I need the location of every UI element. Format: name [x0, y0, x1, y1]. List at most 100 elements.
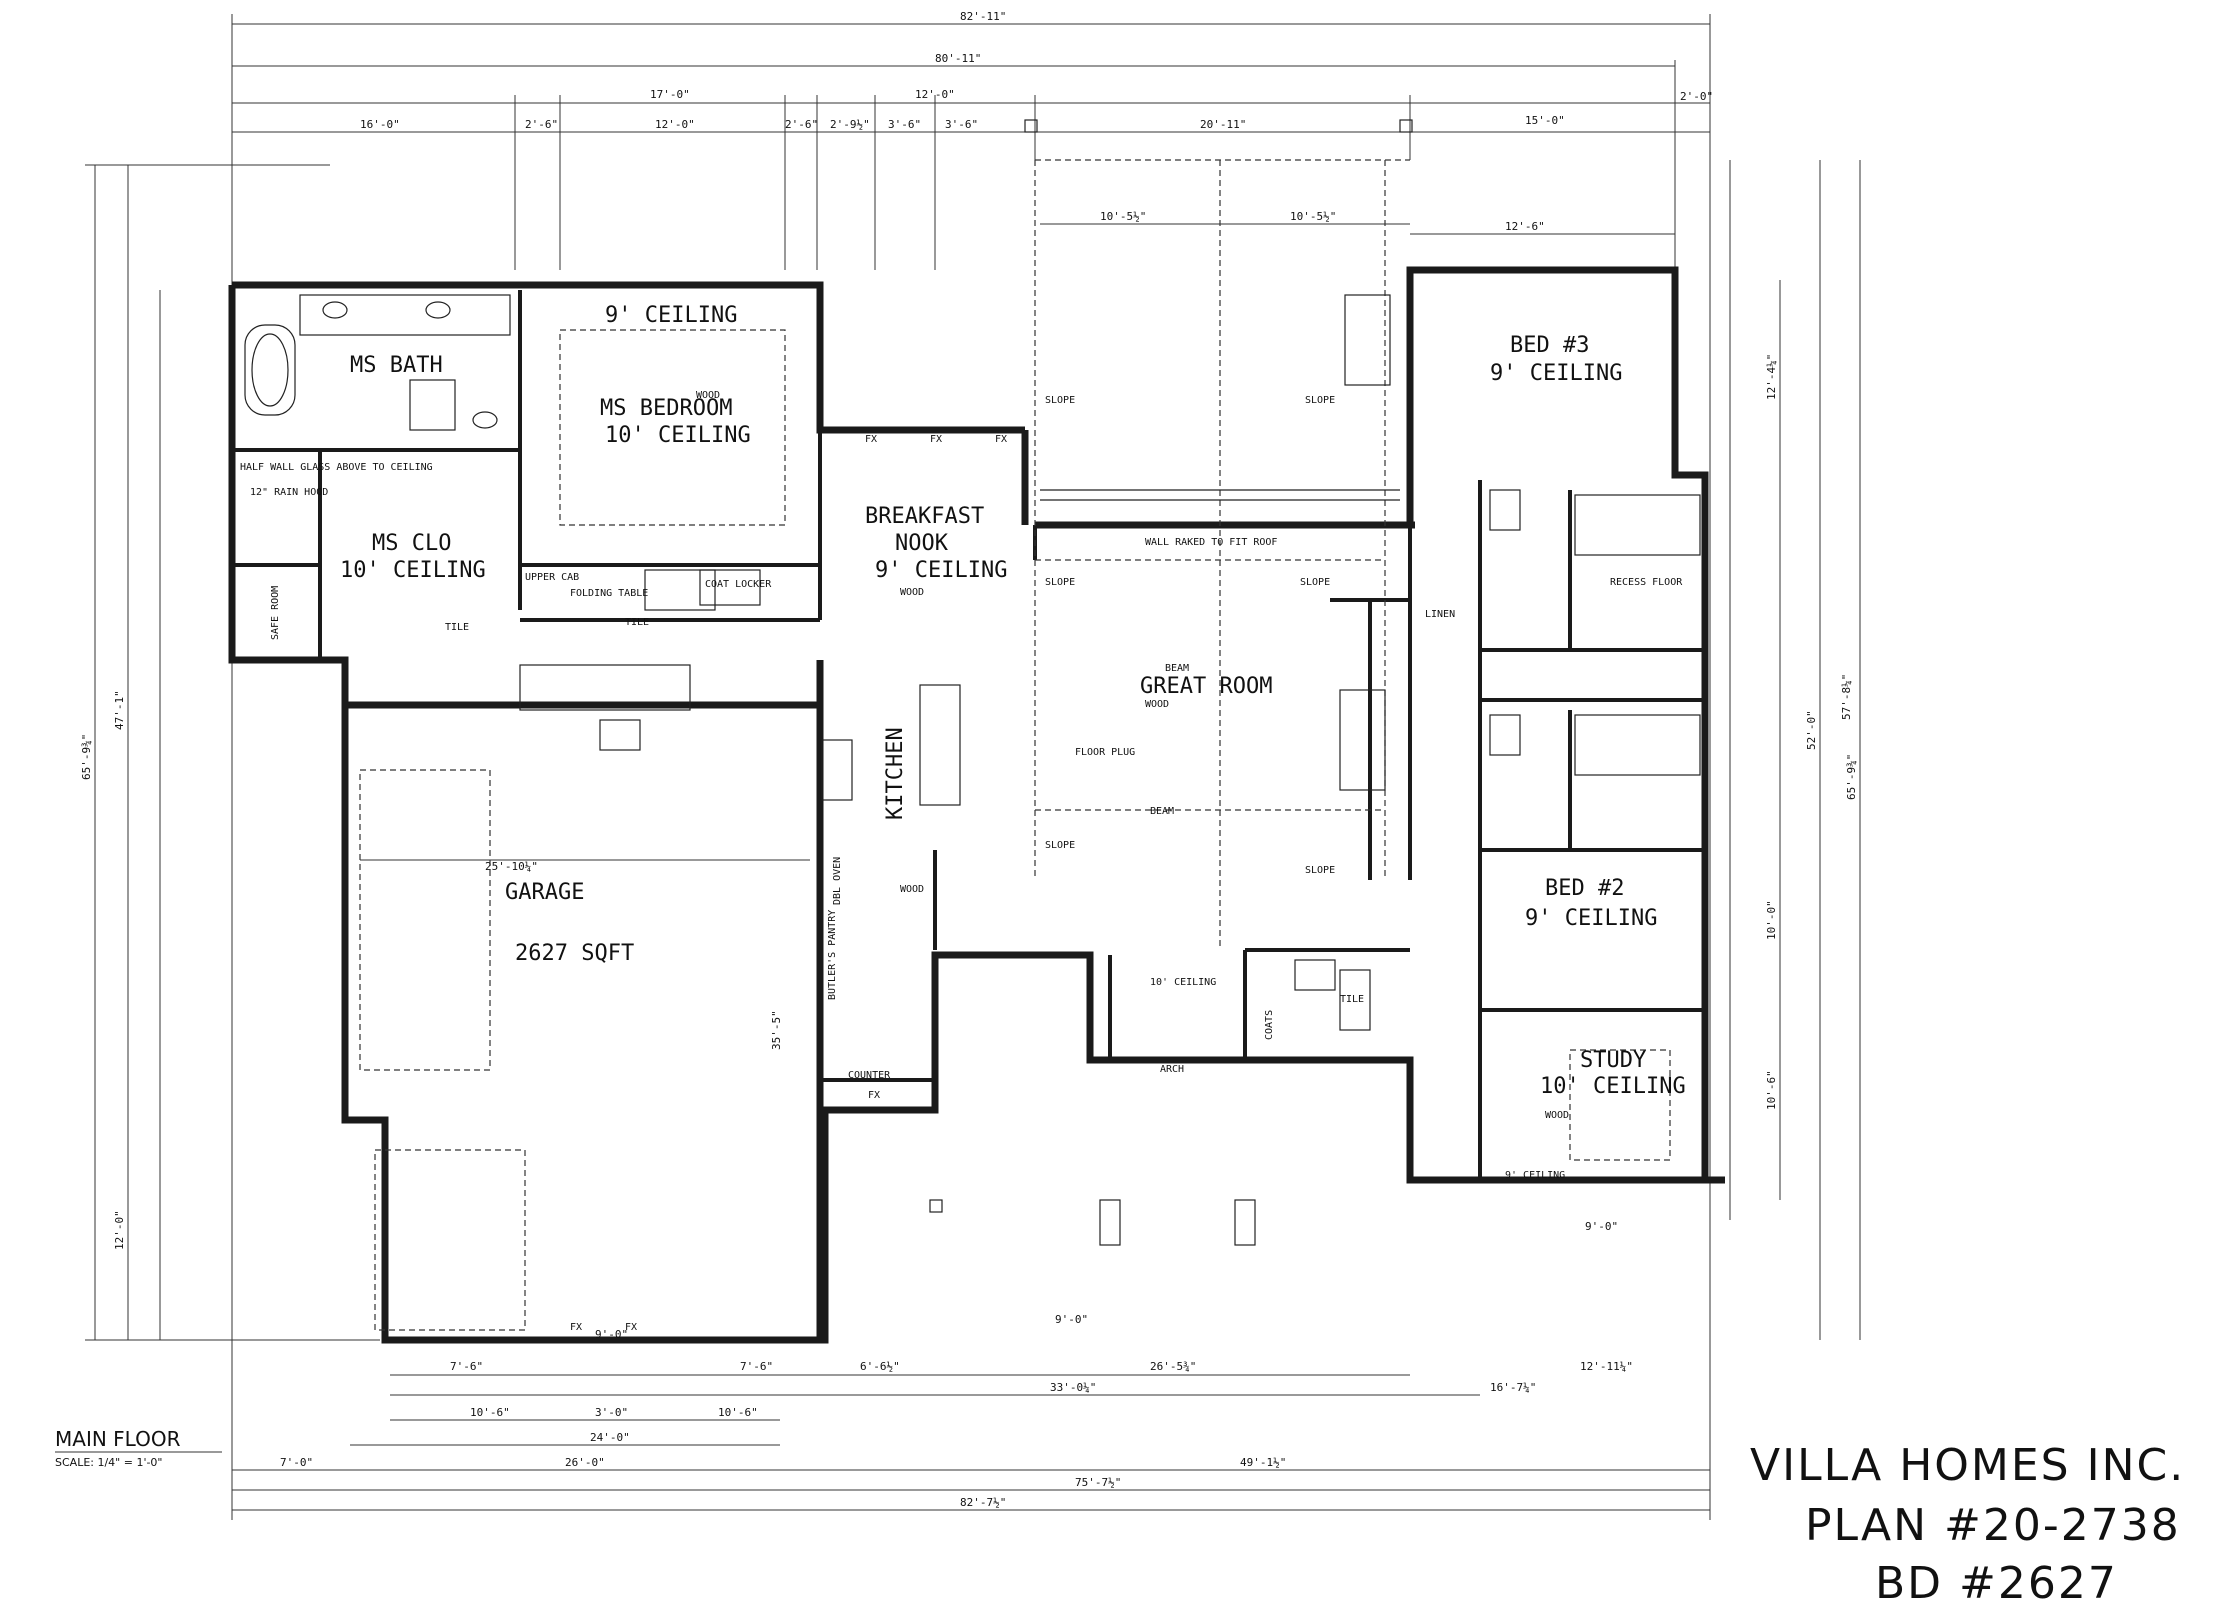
label-breakfast-ceiling: 9' CEILING: [875, 558, 1007, 583]
range-icon: [821, 739, 853, 801]
dim-12-6-top: 12'-6": [1505, 220, 1545, 233]
note-tile: TILE: [445, 622, 469, 633]
note-arch: ARCH: [1160, 1064, 1184, 1075]
dim-b-3-0: 3'-0": [595, 1406, 628, 1419]
note-beam: BEAM: [1165, 663, 1189, 674]
laundry-sink-icon: [599, 719, 641, 751]
kitchen-island: [919, 684, 961, 806]
dim-right-57-8: 57'-8¼": [1840, 674, 1853, 720]
bathtub-icon: [244, 324, 296, 416]
label-breakfast: BREAKFAST: [865, 504, 984, 529]
dim-2-6-a: 2'-6": [525, 118, 558, 131]
note-10-ceiling: 10' CEILING: [1150, 977, 1216, 988]
sink-icon: [1489, 714, 1521, 756]
shower-icon: [1574, 714, 1701, 776]
dim-garage-width: 25'-10¼": [485, 860, 538, 873]
dim-15-0: 15'-0": [1525, 114, 1565, 127]
dim-9-0-porch: 9'-0": [1055, 1313, 1088, 1326]
dim-right-52-0: 52'-0": [1805, 710, 1818, 750]
coat-locker: [699, 569, 761, 606]
dim-b-33-0: 33'-0¼": [1050, 1381, 1096, 1394]
plan-notes: WOOD WOOD WOOD WOOD WOOD TILE TILE TILE …: [240, 390, 1569, 1333]
note-wood: WOOD: [1145, 699, 1169, 710]
interior-dimensions: 25'-10¼" 35'-5" 9'-0" 9'-0" 9'-0": [360, 859, 1618, 1341]
dim-left-12-0: 12'-0": [113, 1210, 126, 1250]
note-slope: SLOPE: [1045, 840, 1075, 851]
dim-b-24-0: 24'-0": [590, 1431, 630, 1444]
column-icon: [929, 1199, 943, 1213]
dim-3-6-a: 3'-6": [888, 118, 921, 131]
label-study-ceiling: 10' CEILING: [1540, 1074, 1686, 1099]
label-ms-bedroom: MS BEDROOM: [600, 396, 732, 421]
sink-icon: [1489, 489, 1521, 531]
toilet-icon: [472, 411, 498, 429]
top-dimensions: 82'-11" 80'-11" 17'-0" 12'-0" 15'-0" 2'-…: [231, 10, 1713, 1520]
note-slope: SLOPE: [1305, 395, 1335, 406]
company-name: VILLA HOMES INC.: [1750, 1440, 2185, 1491]
column-icon: [1099, 1199, 1121, 1246]
fixtures: [244, 119, 1701, 1246]
dim-right-12-4: 12'-4¼": [1765, 354, 1778, 400]
note-beam: BEAM: [1150, 806, 1174, 817]
label-bed3-ceiling: 9' CEILING: [1490, 361, 1622, 386]
laundry-counter: [519, 664, 691, 711]
dashed-lines: [359, 159, 1671, 1331]
dim-b-16-7: 16'-7¼": [1490, 1381, 1536, 1394]
note-slope: SLOPE: [1045, 395, 1075, 406]
folding-table: [644, 569, 716, 611]
note-upper-cab: UPPER CAB: [525, 572, 579, 583]
note-9-ceiling: 9' CEILING: [1505, 1170, 1565, 1181]
dim-top-2: 80'-11": [935, 52, 981, 65]
note-slope: SLOPE: [1300, 577, 1330, 588]
dim-b-7-6-a: 7'-6": [450, 1360, 483, 1373]
dim-20-11: 20'-11": [1200, 118, 1246, 131]
dim-16-0: 16'-0": [360, 118, 400, 131]
fireplace-icon: [1344, 294, 1391, 386]
note-fx: FX: [625, 1322, 637, 1333]
column-icon: [1024, 119, 1038, 133]
dim-b-49-1: 49'-1½": [1240, 1456, 1286, 1469]
label-ms-bath: MS BATH: [350, 353, 443, 378]
label-kitchen: KITCHEN: [883, 727, 908, 820]
dim-12-0: 12'-0": [655, 118, 695, 131]
dim-2-6-b: 2'-6": [785, 118, 818, 131]
note-fx: FX: [930, 434, 942, 445]
dim-9-0-study: 9'-0": [1585, 1220, 1618, 1233]
note-slope: SLOPE: [1305, 865, 1335, 876]
label-coats: COATS: [1264, 1010, 1275, 1040]
dim-overall-top: 82'-11": [960, 10, 1006, 23]
label-safe-room: SAFE ROOM: [270, 586, 281, 640]
label-ms-bedroom-top-ceiling: 9' CEILING: [605, 303, 737, 328]
dim-2-0: 2'-0": [1680, 90, 1713, 103]
dim-b-12-11: 12'-11¼": [1580, 1360, 1633, 1373]
label-butlers-pantry: BUTLER'S PANTRY: [827, 910, 838, 1000]
note-folding-table: FOLDING TABLE: [570, 588, 648, 599]
dim-left-65-9: 65'-9¾": [80, 734, 93, 780]
dim-b-7-0: 7'-0": [280, 1456, 313, 1469]
label-bed2-ceiling: 9' CEILING: [1525, 906, 1657, 931]
label-bed2: BED #2: [1545, 876, 1624, 901]
note-wood: WOOD: [900, 587, 924, 598]
column-icon: [1399, 119, 1413, 133]
dim-10-5-b: 10'-5½": [1290, 210, 1336, 223]
dim-right-10-0: 10'-0": [1765, 900, 1778, 940]
bottom-dimensions: 7'-6" 7'-6" 6'-6½" 26'-5¾" 12'-11¼" 33'-…: [232, 1360, 1710, 1511]
note-fx: FX: [570, 1322, 582, 1333]
dim-left-47-1: 47'-1": [113, 690, 126, 730]
label-great-room: GREAT ROOM: [1140, 674, 1272, 699]
sink-icon: [425, 301, 451, 319]
label-nook: NOOK: [895, 531, 949, 556]
label-bed3: BED #3: [1510, 333, 1589, 358]
note-wood: WOOD: [1545, 1110, 1569, 1121]
exterior-walls: [228, 266, 1725, 1344]
note-dbl-oven: DBL OVEN: [832, 857, 843, 905]
dim-b-10-6-b: 10'-6": [718, 1406, 758, 1419]
sink-icon: [322, 301, 348, 319]
dim-b-6-6: 6'-6½": [860, 1360, 900, 1373]
dim-garage-depth: 35'-5": [770, 1010, 783, 1050]
note-tile: TILE: [1340, 994, 1364, 1005]
note-fx: FX: [868, 1090, 880, 1101]
shower-icon: [1574, 494, 1701, 556]
dim-17-0: 17'-0": [650, 88, 690, 101]
plan-number: PLAN #20-2738: [1805, 1500, 2181, 1551]
